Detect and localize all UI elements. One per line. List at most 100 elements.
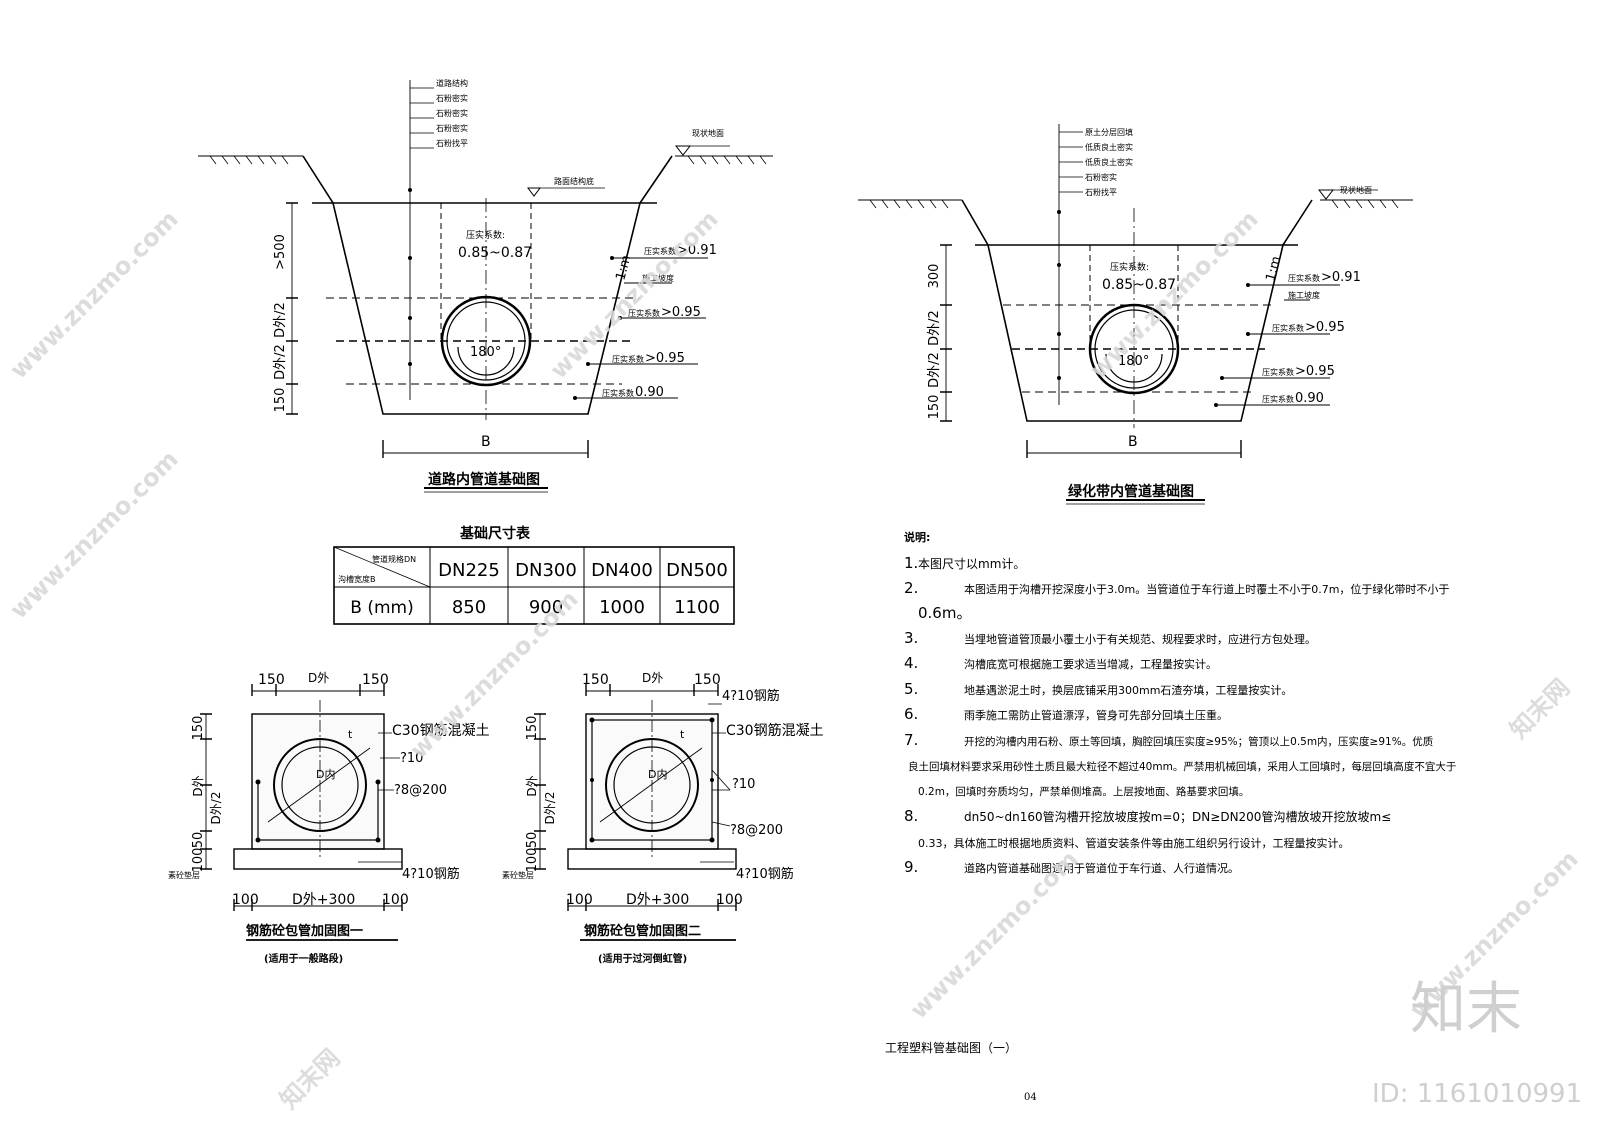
green-layer-4: 石粉密实 — [1085, 172, 1117, 182]
d2-label-bottom-rebar: 4?10钢筋 — [736, 866, 794, 882]
d2-top-dim-2: D外 — [642, 671, 663, 685]
d2-label-top-rebar: 4?10钢筋 — [722, 688, 780, 704]
watermark-url-4: www.znzmo.com — [404, 585, 583, 764]
note-7-line-2: 良土回填材料要求采用砂性土质且最大粒径不超过40mm。严禁用机械回填，采用人工回… — [908, 760, 1456, 773]
road-dim-4: 150 — [273, 388, 288, 413]
road-layer-list: 道路结构 石粉密实 石粉密实 石粉密实 石粉找平 — [436, 78, 468, 148]
note-1-number: 1. — [904, 554, 918, 572]
note-2-line-2: 0.6m。 — [918, 604, 971, 622]
size-table-val-1: 850 — [452, 597, 486, 618]
d1-label-rebar-10: ?10 — [400, 751, 423, 766]
green-side-label-1: 压实系数 — [1288, 273, 1320, 283]
watermark-id: ID: 1161010991 — [1372, 1079, 1582, 1109]
size-table-col-2: DN300 — [515, 560, 577, 581]
note-2-number: 2. — [904, 579, 918, 597]
green-side-label-4: 压实系数 — [1262, 394, 1294, 404]
note-3-line-1: 当埋地管道管顶最小覆土小于有关规范、规程要求时，应进行方包处理。 — [964, 632, 1316, 646]
d1-bottom-dim-1: 100 — [232, 892, 259, 908]
d1-left-dim-1: 150 — [191, 716, 206, 741]
road-dim-3: D外/2 — [273, 344, 288, 380]
d1-base-label: 素砼垫层 — [168, 870, 200, 880]
green-center-compaction-title: 压实系数: — [1110, 261, 1149, 273]
green-left-dims: 300 D外/2 D外/2 150 — [927, 264, 942, 420]
d1-left-dim-5: 100 — [191, 848, 206, 873]
size-table-row-label: B (mm) — [350, 598, 413, 618]
d1-title: 钢筋砼包管加固图一 — [246, 923, 363, 939]
watermark-cn-2: 知末网 — [1504, 674, 1575, 745]
green-slope-label: 1:m — [1263, 255, 1284, 283]
note-7-line-1: 开挖的沟槽内用石粉、原土等回填，胸腔回填压实度≥95%；管顶以上0.5m内，压实… — [964, 735, 1433, 748]
road-dim-2: D外/2 — [273, 302, 288, 338]
road-center-compaction-value: 0.85~0.87 — [458, 245, 532, 261]
watermark-url-1: www.znzmo.com — [4, 205, 183, 384]
note-6-number: 6. — [904, 705, 918, 723]
d2-left-dim-3: D外/2 — [543, 792, 557, 825]
watermark-url-5: www.znzmo.com — [1084, 205, 1263, 384]
sheet-page-number: 04 — [1024, 1092, 1037, 1103]
d2-top-dim-1: 150 — [582, 672, 609, 688]
size-table-val-2: 900 — [529, 597, 563, 618]
d2-left-dim-1: 150 — [525, 716, 540, 741]
road-width-label: B — [481, 434, 491, 450]
green-side-value-4: 0.90 — [1295, 391, 1324, 406]
road-layer-5: 石粉找平 — [436, 138, 468, 148]
note-1-line-1: 本图尺寸以mm计。 — [918, 557, 1025, 571]
note-8-number: 8. — [904, 807, 918, 825]
d1-top-dim-1: 150 — [258, 672, 285, 688]
d1-left-dim-2: D外 — [191, 775, 205, 796]
detail-1: 150 D外 150 150 D外 D外/2 50 100 C30钢筋混凝土 ?… — [168, 671, 490, 965]
green-dim-2: D外/2 — [927, 310, 942, 346]
road-ground-label: 现状地面 — [692, 128, 724, 138]
road-angle-label: 180° — [470, 345, 501, 360]
green-layer-3: 低质良土密实 — [1085, 157, 1133, 167]
note-4-number: 4. — [904, 654, 918, 672]
road-side-label-1: 压实系数 — [644, 246, 676, 256]
road-side-value-4: 0.90 — [635, 385, 664, 400]
road-layer-2: 石粉密实 — [436, 93, 468, 103]
d1-label-stirrup: ?8@200 — [394, 783, 447, 798]
green-ground-label: 现状地面 — [1340, 185, 1372, 195]
road-slope-label: 1:m — [613, 254, 634, 282]
ground-hatch-left — [198, 155, 773, 165]
size-table-corner-top: 管道规格DN — [372, 554, 416, 564]
green-layer-2: 低质良土密实 — [1085, 142, 1133, 152]
d1-inner-diameter: D内 — [316, 767, 335, 781]
d2-label-stirrup: ?8@200 — [730, 823, 783, 838]
d1-bottom-dim-3: 100 — [382, 892, 409, 908]
size-table-val-3: 1000 — [599, 597, 645, 618]
road-dim-1: >500 — [273, 234, 288, 270]
d2-bottom-dim-2: D外+300 — [626, 892, 689, 908]
d2-base-label: 素砼垫层 — [502, 870, 534, 880]
green-center-compaction-value: 0.85~0.87 — [1102, 277, 1176, 293]
green-dim-1: 300 — [927, 264, 942, 289]
green-section-dots — [1057, 210, 1250, 407]
green-dim-3: D外/2 — [927, 352, 942, 388]
size-table-val-4: 1100 — [674, 597, 720, 618]
road-layer-4: 石粉密实 — [436, 123, 468, 133]
d1-label-bottom-rebar: 4?10钢筋 — [402, 866, 460, 882]
road-side-compaction: 压实系数 >0.91 压实系数 >0.95 压实系数 >0.95 压实系数 0.… — [602, 243, 717, 400]
green-work-face-label: 施工坡度 — [1288, 290, 1320, 300]
road-work-face-label: 施工坡度 — [642, 273, 674, 283]
road-side-value-3: >0.95 — [645, 351, 685, 366]
green-layer-1: 原土分层回填 — [1085, 127, 1133, 137]
note-6-line-1: 雨季施工需防止管道漂浮，管身可先部分回填土压重。 — [964, 708, 1228, 722]
watermark-brand: 知末 — [1410, 977, 1522, 1042]
road-trench-outline — [302, 155, 673, 415]
size-table-col-3: DN400 — [591, 560, 653, 581]
green-layer-5: 石粉找平 — [1085, 187, 1117, 197]
d2-left-dim-4: 50 — [525, 832, 540, 849]
green-side-value-1: >0.91 — [1321, 270, 1361, 285]
road-side-label-2: 压实系数 — [628, 308, 660, 318]
size-table-corner-bottom: 沟槽宽度B — [338, 574, 376, 584]
note-7-number: 7. — [904, 731, 918, 749]
note-9-number: 9. — [904, 858, 918, 876]
d1-bottom-dim-2: D外+300 — [292, 892, 355, 908]
d1-wall-thickness: t — [348, 728, 353, 741]
note-3-number: 3. — [904, 629, 918, 647]
green-side-compaction: 压实系数 >0.91 压实系数 >0.95 压实系数 >0.95 压实系数 0.… — [1262, 270, 1361, 406]
road-side-value-2: >0.95 — [661, 305, 701, 320]
watermark-layer: www.znzmo.com www.znzmo.com www.znzmo.co… — [4, 205, 1583, 1114]
size-table-title: 基础尺寸表 — [460, 525, 531, 542]
green-side-value-2: >0.95 — [1305, 320, 1345, 335]
